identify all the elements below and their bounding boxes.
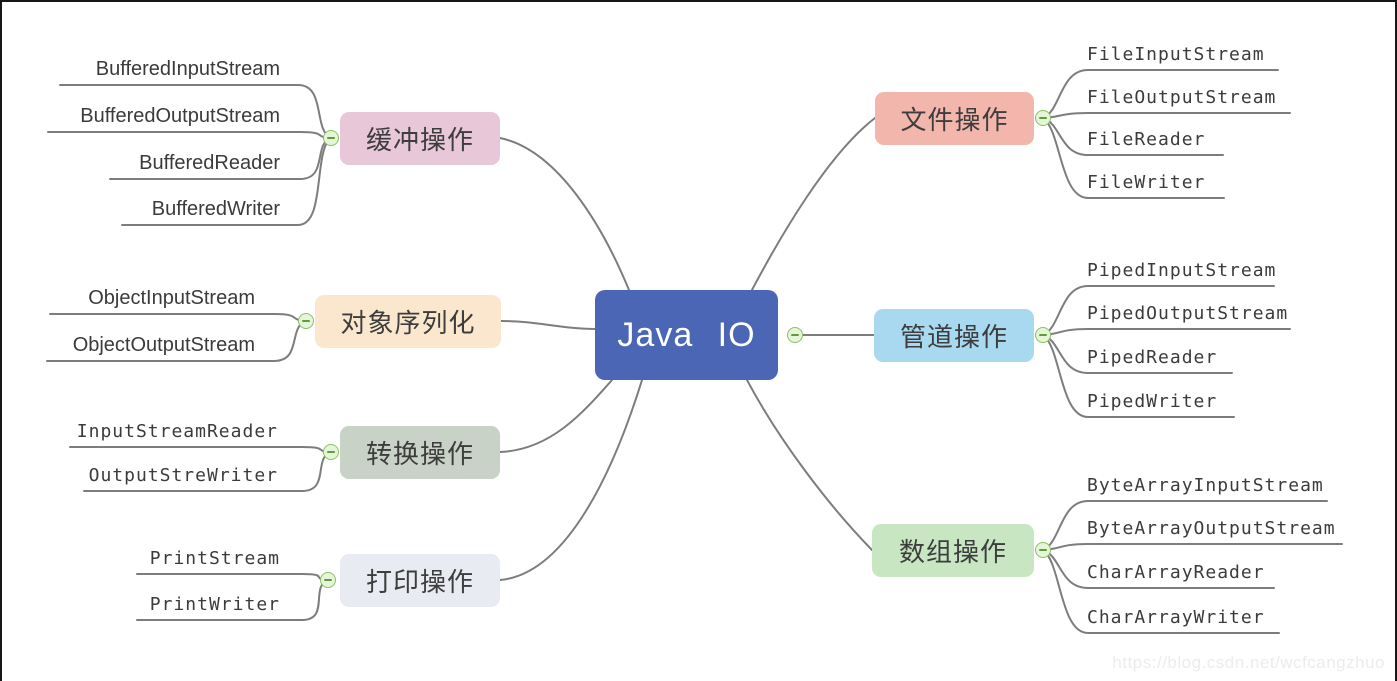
edge-buffer-child-1	[47, 131, 332, 139]
minus-icon	[302, 320, 310, 322]
leaf-node-PipedInputStream[interactable]: PipedInputStream	[1087, 260, 1277, 281]
leaf-node-BufferedWriter[interactable]: BufferedWriter	[151, 198, 280, 220]
leaf-node-FileOutputStream[interactable]: FileOutputStream	[1087, 87, 1277, 108]
leaf-node-FileInputStream[interactable]: FileInputStream	[1087, 44, 1265, 65]
collapse-toggle-root[interactable]	[787, 327, 803, 343]
leaf-node-ObjectInputStream[interactable]: ObjectInputStream	[88, 287, 255, 309]
leaf-node-CharArrayWriter[interactable]: CharArrayWriter	[1087, 607, 1265, 628]
edge-root-object	[500, 320, 596, 330]
edge-root-buffer	[499, 137, 630, 291]
edge-object-child-0	[49, 313, 307, 322]
collapse-toggle-pipe[interactable]	[1035, 327, 1051, 343]
branch-node-object[interactable]: 对象序列化	[315, 295, 501, 348]
edge-array-child-1	[1042, 543, 1343, 551]
leaf-node-BufferedReader[interactable]: BufferedReader	[139, 152, 280, 174]
leaf-node-ObjectOutputStream[interactable]: ObjectOutputStream	[72, 334, 255, 356]
root-node[interactable]: Java IO	[595, 290, 778, 380]
edge-file-child-1	[1042, 112, 1291, 119]
edge-array-child-3	[1042, 549, 1280, 634]
leaf-node-OutputStreWriter[interactable]: OutputStreWriter	[88, 465, 278, 486]
leaf-node-PrintStream[interactable]: PrintStream	[149, 548, 280, 569]
edge-buffer-child-3	[121, 137, 332, 226]
edge-root-array	[746, 379, 873, 551]
edge-root-file	[751, 117, 876, 291]
leaf-node-PrintWriter[interactable]: PrintWriter	[149, 594, 280, 615]
edge-convert-child-0	[69, 446, 332, 453]
branch-node-buffer[interactable]: 缓冲操作	[340, 112, 500, 165]
edge-file-child-3	[1042, 117, 1225, 199]
collapse-toggle-convert[interactable]	[323, 444, 339, 460]
branch-node-pipe[interactable]: 管道操作	[874, 309, 1034, 362]
edge-print-child-0	[136, 573, 329, 581]
leaf-node-BufferedOutputStream[interactable]: BufferedOutputStream	[80, 105, 280, 127]
branch-node-convert[interactable]: 转换操作	[340, 426, 500, 479]
edge-root-print	[499, 379, 643, 581]
minus-icon	[1039, 117, 1047, 119]
leaf-node-PipedReader[interactable]: PipedReader	[1087, 347, 1218, 368]
leaf-node-ByteArrayInputStream[interactable]: ByteArrayInputStream	[1087, 475, 1324, 496]
minus-icon	[327, 451, 335, 453]
branch-node-print[interactable]: 打印操作	[340, 554, 500, 607]
leaf-node-FileWriter[interactable]: FileWriter	[1087, 172, 1206, 193]
edge-root-convert	[499, 379, 613, 453]
leaf-node-ByteArrayOutputStream[interactable]: ByteArrayOutputStream	[1087, 518, 1336, 539]
minus-icon	[327, 137, 335, 139]
branch-node-array[interactable]: 数组操作	[872, 524, 1034, 577]
leaf-node-FileReader[interactable]: FileReader	[1087, 129, 1206, 150]
collapse-toggle-object[interactable]	[298, 313, 314, 329]
collapse-toggle-buffer[interactable]	[323, 130, 339, 146]
leaf-node-PipedOutputStream[interactable]: PipedOutputStream	[1087, 303, 1289, 324]
edge-pipe-child-3	[1042, 334, 1235, 418]
collapse-toggle-array[interactable]	[1035, 542, 1051, 558]
watermark: https://blog.csdn.net/wcfcangzhuo	[1112, 653, 1385, 672]
collapse-toggle-print[interactable]	[320, 572, 336, 588]
leaf-node-BufferedInputStream[interactable]: BufferedInputStream	[95, 58, 280, 80]
minus-icon	[791, 334, 799, 336]
branch-node-file[interactable]: 文件操作	[875, 92, 1034, 145]
leaf-node-CharArrayReader[interactable]: CharArrayReader	[1087, 562, 1265, 583]
edge-pipe-child-1	[1042, 328, 1291, 336]
leaf-node-PipedWriter[interactable]: PipedWriter	[1087, 391, 1218, 412]
minus-icon	[1039, 549, 1047, 551]
minus-icon	[1039, 334, 1047, 336]
minus-icon	[324, 579, 332, 581]
collapse-toggle-file[interactable]	[1035, 110, 1051, 126]
leaf-node-InputStreamReader[interactable]: InputStreamReader	[76, 421, 278, 442]
